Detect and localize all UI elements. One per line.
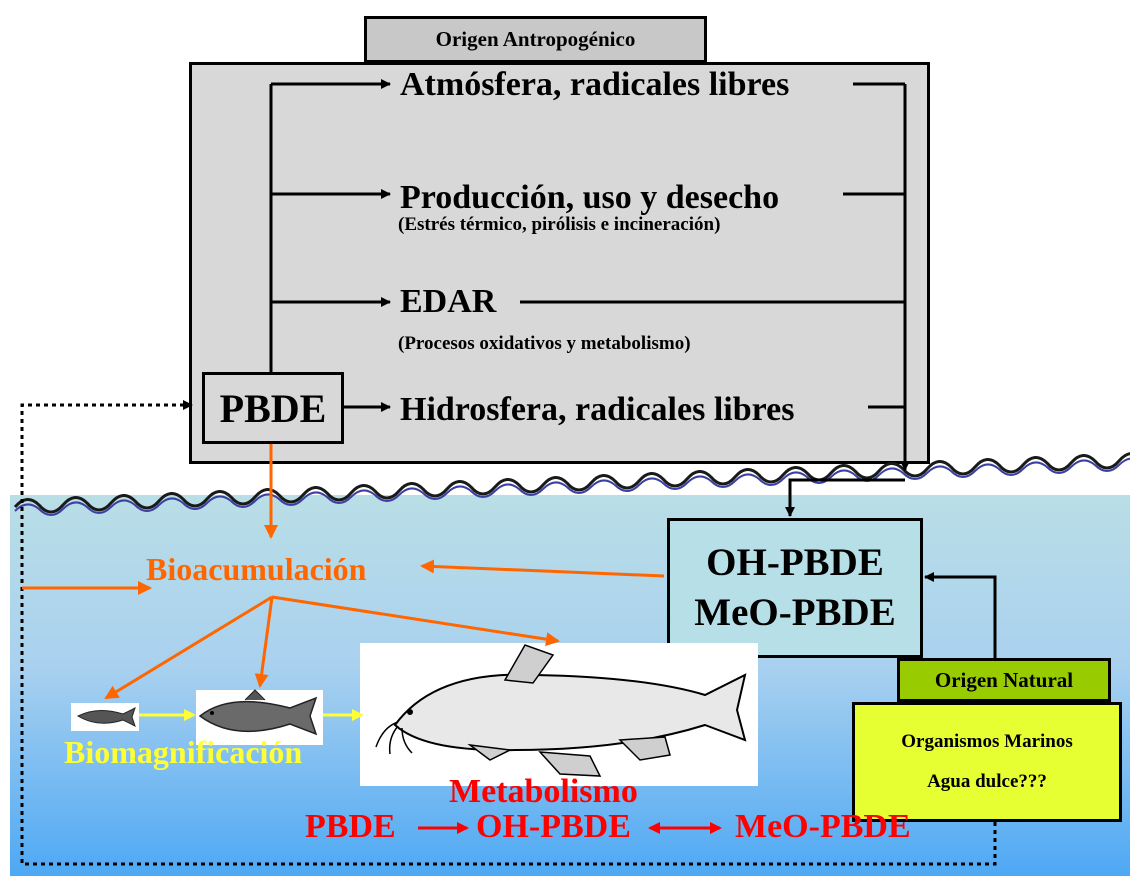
bioaccumulation-label: Bioacumulación — [146, 551, 367, 587]
pathway-edar-note: (Procesos oxidativos y metabolismo) — [398, 333, 691, 354]
natural-item-marine: Organismos Marinos — [901, 731, 1073, 752]
bioaccumulation-arrows — [22, 444, 665, 700]
meo-pbde-label: MeO-PBDE — [694, 591, 896, 634]
natural-origin-title: Origen Natural — [897, 658, 1111, 702]
pathway-production: Producción, uso y desecho — [400, 179, 780, 216]
metabolism-title: Metabolismo — [449, 773, 638, 810]
metabolism-step-meo-pbde: MeO-PBDE — [735, 808, 911, 845]
pathway-atmosphere: Atmósfera, radicales libres — [400, 66, 790, 103]
metabolism-step-oh-pbde: OH-PBDE — [476, 808, 631, 845]
biomagnification-label: Biomagnificación — [64, 734, 303, 770]
natural-item-freshwater: Agua dulce??? — [927, 771, 1047, 792]
pathway-hydrosphere: Hidrosfera, radicales libres — [400, 391, 795, 428]
pathway-edar: EDAR — [400, 283, 497, 320]
wave-line — [13, 452, 1130, 516]
oh-meo-pbde-box: OH-PBDE MeO-PBDE — [667, 518, 923, 658]
natural-origin-box: Organismos Marinos Agua dulce??? — [852, 702, 1122, 822]
anthropogenic-origin-title: Origen Antropogénico — [364, 16, 707, 63]
small-fish-icon — [76, 707, 136, 727]
catfish-icon — [375, 644, 747, 777]
pathway-production-note: (Estrés térmico, pirólisis e incineració… — [398, 214, 721, 235]
pbde-source-box: PBDE — [202, 372, 344, 444]
pbde-branches — [269, 79, 997, 658]
metabolism-step-pbde: PBDE — [305, 808, 396, 845]
medium-fish-icon — [198, 689, 318, 736]
oh-pbde-label: OH-PBDE — [706, 541, 884, 584]
dotted-feedback-loop — [20, 400, 997, 866]
